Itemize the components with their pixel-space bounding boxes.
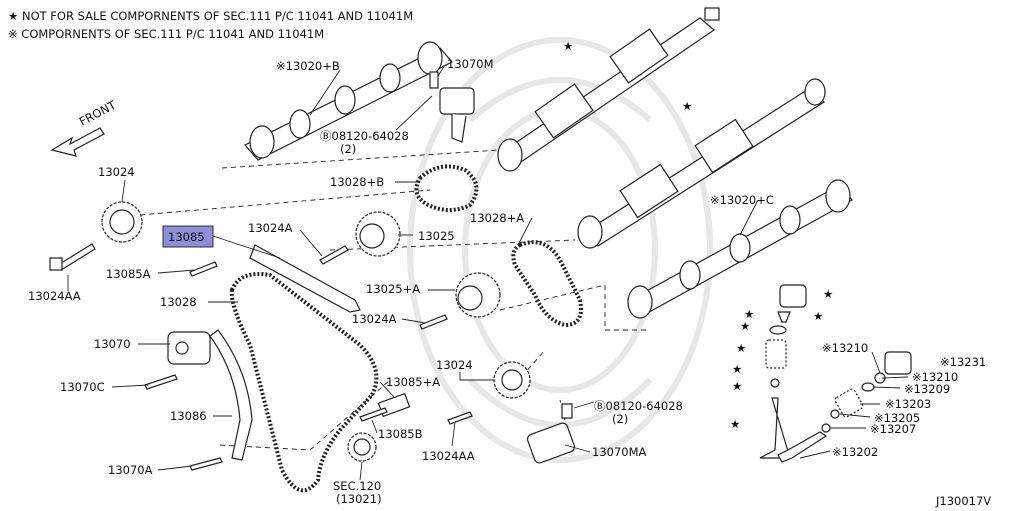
callout-13202: ※13202 bbox=[832, 445, 878, 459]
camshaft-upper-right bbox=[497, 7, 720, 172]
bolts bbox=[49, 243, 573, 471]
callout-bolt-08120-64028-top: Ⓑ08120-64028 bbox=[320, 129, 409, 143]
callout-13020b: ※13020+B bbox=[276, 59, 340, 73]
star-markers: ★ ★ ★ ★ ★ ★ ★ ★ ★ ★ bbox=[563, 39, 833, 431]
callout-13024aa-mid: 13024AA bbox=[422, 449, 475, 463]
star-mark: ★ bbox=[732, 379, 742, 393]
star-mark: ★ bbox=[744, 307, 754, 321]
callout-13025a: 13025+A bbox=[366, 282, 420, 296]
callout-13024aa-left: 13024AA bbox=[28, 289, 81, 303]
star-mark: ★ bbox=[563, 39, 573, 53]
timing-chain-13028a bbox=[511, 240, 583, 328]
sprocket-13024-top bbox=[101, 201, 143, 243]
callout-13085b: 13085B bbox=[378, 427, 423, 441]
callout-13209: ※13209 bbox=[904, 382, 950, 396]
callout-bolt-qty-top: (2) bbox=[340, 142, 356, 156]
callout-13024-top: 13024 bbox=[98, 165, 135, 179]
star-mark: ★ bbox=[736, 341, 746, 355]
diagram-id: J130017V bbox=[935, 494, 991, 508]
chain-guide-13085 bbox=[249, 244, 361, 313]
callout-13086: 13086 bbox=[170, 409, 207, 423]
callout-13231: ※13231 bbox=[940, 355, 986, 369]
callout-sec120: SEC.120 bbox=[333, 479, 381, 493]
callout-13028b: 13028+B bbox=[330, 175, 384, 189]
front-direction-arrow: FRONT bbox=[50, 97, 119, 157]
callout-13070m: 13070M bbox=[447, 57, 494, 71]
sprocket-crank bbox=[347, 432, 377, 462]
legend-line-not-for-sale: ★ NOT FOR SALE COMPORNENTS OF SEC.111 P/… bbox=[8, 9, 413, 23]
callout-13024a: 13024A bbox=[248, 221, 293, 235]
sprocket-13024-mid bbox=[493, 361, 531, 399]
callout-13070ma: 13070MA bbox=[592, 445, 647, 459]
tensioner-13070ma bbox=[526, 422, 576, 464]
leader-lines bbox=[67, 64, 909, 481]
legend-line-components: ※ COMPORNENTS OF SEC.111 P/C 11041 AND 1… bbox=[8, 27, 324, 41]
callout-13085a-plus: 13085+A bbox=[386, 375, 440, 389]
sprocket-13025a bbox=[455, 272, 501, 318]
tensioner-13070 bbox=[167, 331, 211, 365]
callout-sec120-ref: (13021) bbox=[336, 492, 382, 506]
timing-chain-13028b bbox=[414, 164, 479, 212]
star-mark: ★ bbox=[730, 417, 740, 431]
star-mark: ★ bbox=[813, 309, 823, 323]
callout-13207: ※13207 bbox=[870, 422, 916, 436]
callout-13028: 13028 bbox=[160, 295, 197, 309]
solenoid-13070m bbox=[429, 71, 475, 143]
callout-13070a: 13070A bbox=[108, 463, 153, 477]
front-label: FRONT bbox=[77, 97, 119, 128]
callout-13085: 13085 bbox=[168, 230, 205, 244]
callout-13024-mid: 13024 bbox=[436, 358, 473, 372]
star-mark: ★ bbox=[732, 362, 742, 376]
highlighted-part-13085[interactable] bbox=[162, 225, 214, 248]
callout-13020c: ※13020+C bbox=[710, 193, 774, 207]
sprocket-13025 bbox=[355, 211, 401, 257]
callout-13070: 13070 bbox=[94, 337, 131, 351]
camshaft-13020b bbox=[244, 41, 453, 161]
timing-chain-13028 bbox=[229, 272, 379, 493]
camshaft-13020c bbox=[627, 179, 853, 319]
callout-bolt-qty-bottom: (2) bbox=[612, 412, 628, 426]
star-mark: ★ bbox=[740, 319, 750, 333]
callout-bolt-08120-64028-bottom: Ⓑ08120-64028 bbox=[594, 399, 683, 413]
callout-13210-top: ※13210 bbox=[822, 341, 868, 355]
chain-tensioner-13086 bbox=[209, 329, 253, 461]
star-mark: ★ bbox=[823, 287, 833, 301]
callout-13024a-lower: 13024A bbox=[352, 312, 397, 326]
camshaft-middle-right bbox=[577, 78, 826, 249]
callout-13025: 13025 bbox=[418, 229, 455, 243]
callout-13203: ※13203 bbox=[885, 397, 931, 411]
callout-13070c: 13070C bbox=[60, 380, 105, 394]
callout-13085a: 13085A bbox=[106, 267, 151, 281]
valve-train-parts bbox=[759, 284, 912, 463]
callout-labels: ※13020+B 13070M Ⓑ08120-64028 (2) 13024 1… bbox=[28, 57, 986, 506]
callout-13028a: 13028+A bbox=[470, 211, 524, 225]
star-mark: ★ bbox=[682, 99, 692, 113]
callout-13205: ※13205 bbox=[874, 411, 920, 425]
callout-13210-bottom: ※13210 bbox=[912, 370, 958, 384]
